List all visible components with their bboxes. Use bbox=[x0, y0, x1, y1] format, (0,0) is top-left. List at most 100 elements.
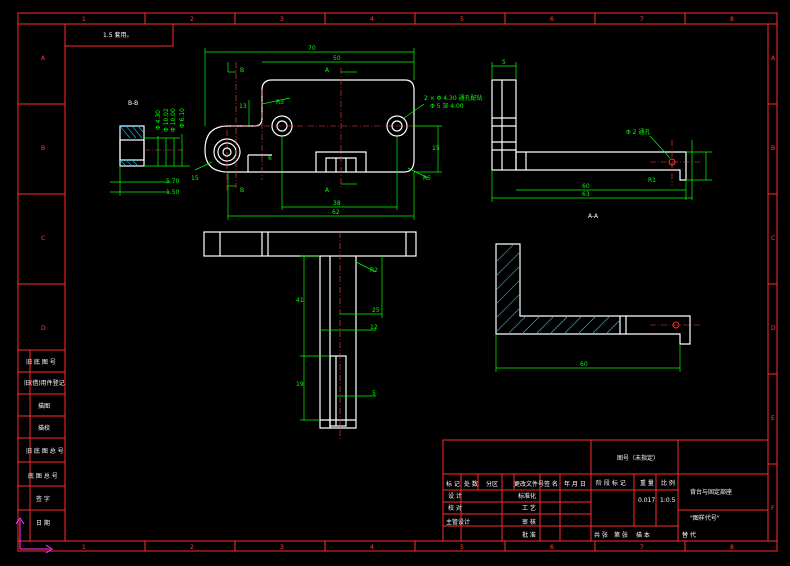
dim-r3: R3 bbox=[276, 99, 284, 106]
marker-a-top: A bbox=[325, 67, 330, 74]
zone-bottom-7: 7 bbox=[640, 544, 644, 551]
tb-approve: 主管设计 bbox=[446, 518, 470, 526]
side-dim-r1: R1 bbox=[648, 177, 656, 184]
marker-b-top: B bbox=[240, 67, 244, 74]
zone-top-6: 6 bbox=[550, 16, 554, 23]
zone-top-7: 7 bbox=[640, 16, 644, 23]
front-dim-41: 41 bbox=[296, 297, 304, 304]
holes-note: 2 × Φ 4.30 通孔配钻 bbox=[424, 94, 483, 102]
dim-left-15: 15 bbox=[191, 175, 199, 182]
side-dim-5: 5 bbox=[502, 59, 506, 66]
zone-labels-left: A B C D bbox=[41, 55, 46, 332]
dim-bot-38: 38 bbox=[333, 200, 341, 207]
marker-a-bottom: A bbox=[325, 187, 330, 194]
front-dim-12: 12 bbox=[370, 324, 378, 331]
outer-border bbox=[17, 12, 778, 552]
zone-right-f: F bbox=[771, 505, 775, 512]
zone-right-a: A bbox=[771, 55, 776, 62]
zone-labels-top: 1 2 3 4 5 6 7 8 bbox=[82, 16, 734, 23]
side-hole-note: Φ 2 通孔 bbox=[626, 128, 650, 136]
corner-label-box bbox=[64, 23, 174, 47]
tb-standard: 标准化 bbox=[518, 492, 536, 500]
bb-section: B-B 5.70 1.50 Φ 4.30 Φ 10.02 Φ 10.00 Φ 6… bbox=[110, 100, 190, 196]
front-dim-25: 25 bbox=[372, 307, 380, 314]
zone-left-c: C bbox=[41, 235, 45, 242]
tb-copy: 描 本 bbox=[636, 531, 650, 539]
section-markers: B B A A bbox=[227, 62, 357, 194]
zone-top-1: 1 bbox=[82, 16, 86, 23]
front-view: 41 19 25 12 5 R2 bbox=[203, 231, 417, 440]
front-dim-19: 19 bbox=[296, 381, 304, 388]
tb-sheet-total: 共 张 bbox=[594, 531, 608, 539]
tb-hdr-date: 年 月 日 bbox=[564, 480, 586, 488]
aa-dim-60: 60 bbox=[580, 361, 588, 368]
corner-label: 1.5 套用。 bbox=[103, 31, 132, 39]
zone-bottom-1: 1 bbox=[82, 544, 86, 551]
tb-hdr-count: 处 数 bbox=[464, 480, 478, 488]
top-view bbox=[204, 62, 420, 190]
zone-left-d: D bbox=[41, 325, 46, 332]
strip-old-drawing-no: 旧 底 图 号 bbox=[26, 358, 56, 366]
tb-hdr-sign: 签 名 bbox=[544, 480, 558, 488]
inner-border bbox=[64, 23, 769, 542]
zone-labels-bottom: 1 2 3 4 5 6 7 8 bbox=[82, 544, 734, 551]
tb-ratify: 批 准 bbox=[522, 531, 536, 539]
aa-hatching bbox=[495, 243, 621, 335]
zone-top-5: 5 bbox=[460, 16, 464, 23]
tb-drawing-no: "图样代号" bbox=[690, 514, 720, 522]
holes-note-2: Φ 5 深 4.00 bbox=[430, 102, 464, 110]
strip-tracing: 描图 bbox=[38, 402, 50, 410]
side-dim-63: 63 bbox=[582, 191, 590, 198]
bb-dim-phi610: Φ 6.10 bbox=[179, 108, 186, 128]
side-dim-60: 60 bbox=[582, 183, 590, 190]
zone-top-2: 2 bbox=[190, 16, 194, 23]
tb-hdr-doc: 更改文件号 bbox=[514, 480, 544, 488]
tb-scale-val: 1:0.5 bbox=[660, 497, 676, 504]
dim-top-70: 70 bbox=[308, 45, 316, 52]
tb-hdr-zone: 分区 bbox=[486, 480, 498, 488]
zone-top-3: 3 bbox=[280, 16, 284, 23]
zone-labels-right: A B C D E F bbox=[771, 55, 776, 512]
zone-bottom-4: 4 bbox=[370, 544, 374, 551]
side-view: 5 60 63 R1 Φ 2 通孔 A-A bbox=[491, 59, 712, 220]
strip-base-no: 底 图 总 号 bbox=[28, 472, 58, 480]
tb-weight: 重 量 bbox=[640, 479, 654, 487]
strip-old-base-no: 旧 底 图 总 号 bbox=[26, 447, 64, 455]
dim-d13: 13 bbox=[239, 103, 247, 110]
strip-date: 日 期 bbox=[36, 519, 50, 527]
tb-weight-val: 0.017 bbox=[638, 497, 655, 504]
marker-b-bottom: B bbox=[240, 187, 244, 194]
tb-design: 设 计 bbox=[448, 492, 462, 500]
front-dim-r2: R2 bbox=[370, 267, 378, 274]
tb-hdr-mark: 标 记 bbox=[446, 480, 460, 488]
dim-right-15: 15 bbox=[432, 145, 440, 152]
zone-ticks bbox=[18, 13, 777, 551]
zone-bottom-5: 5 bbox=[460, 544, 464, 551]
dim-d6: 6 bbox=[268, 155, 272, 162]
zone-bottom-6: 6 bbox=[550, 544, 554, 551]
tb-sheet-num: 第 张 bbox=[614, 531, 628, 539]
tb-review: 审 核 bbox=[522, 518, 536, 526]
zone-top-8: 8 bbox=[730, 16, 734, 23]
top-view-dimensions: 70 50 62 38 15 15 R3 R5 13 6 2 × Φ 4.30 … bbox=[191, 45, 483, 220]
bb-label: B-B bbox=[128, 100, 138, 107]
aa-caption-side: A-A bbox=[588, 213, 599, 220]
zone-right-b: B bbox=[771, 145, 775, 152]
tb-stage: 阶 段 标 记 bbox=[596, 479, 626, 487]
bb-dim-phi1000: Φ 10.00 bbox=[170, 108, 177, 132]
zone-left-a: A bbox=[41, 55, 46, 62]
front-dim-5: 5 bbox=[372, 390, 376, 397]
strip-trace-check: 描校 bbox=[38, 424, 50, 432]
tb-part-name: 背台与固定部座 bbox=[690, 488, 732, 496]
tb-replaces: 替 代 bbox=[682, 531, 696, 539]
bb-dim-phi1002: Φ 10.02 bbox=[163, 108, 170, 132]
left-strip: 旧 底 图 号 旧(借)用件登记 描图 描校 旧 底 图 总 号 底 图 总 号… bbox=[18, 349, 65, 541]
strip-sign: 签 字 bbox=[36, 495, 50, 503]
zone-right-e: E bbox=[771, 415, 775, 422]
zone-bottom-8: 8 bbox=[730, 544, 734, 551]
dim-bot-62: 62 bbox=[332, 209, 340, 216]
zone-right-d: D bbox=[771, 325, 776, 332]
zone-bottom-2: 2 bbox=[190, 544, 194, 551]
tb-process: 工 艺 bbox=[522, 504, 536, 512]
